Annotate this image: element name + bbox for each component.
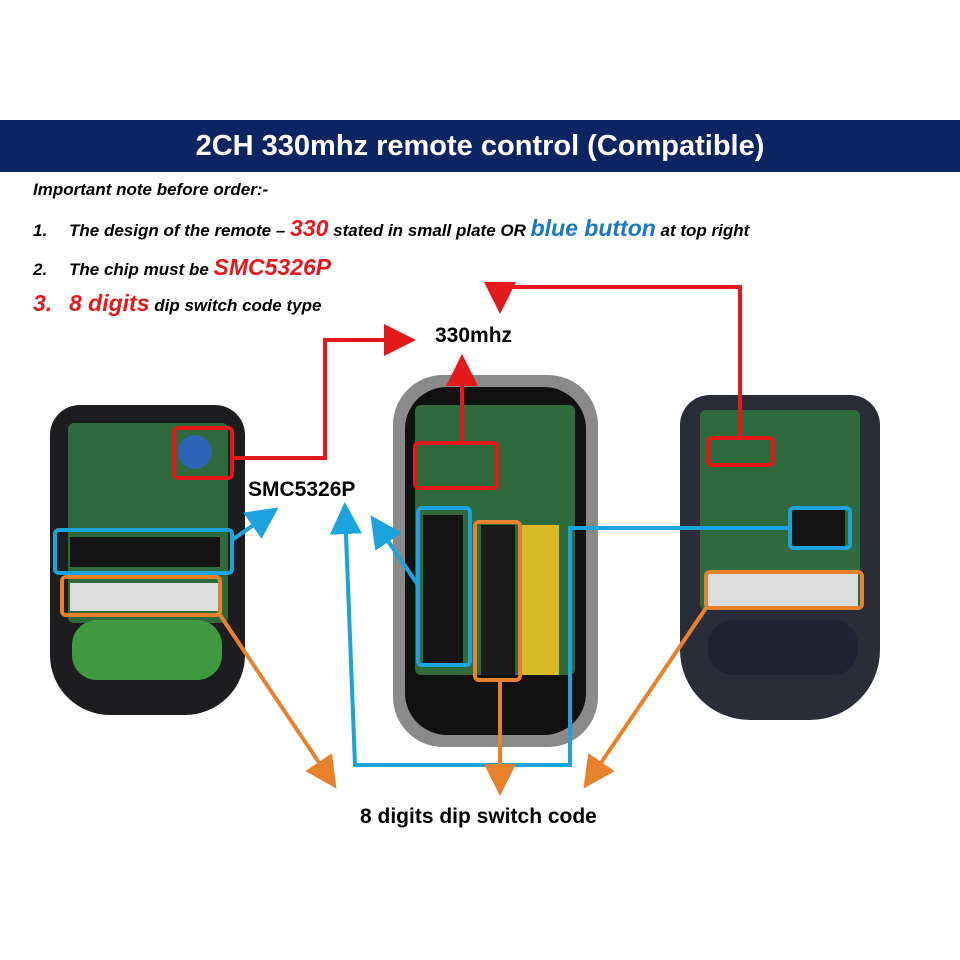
item-number: 1. [33, 221, 48, 240]
title-banner: 2CH 330mhz remote control (Compatible) [0, 120, 960, 172]
note-text: stated in small plate OR [333, 221, 526, 240]
highlight-box-dip-left [60, 575, 222, 617]
highlight-8-digits: 8 digits [69, 290, 150, 316]
frequency-label: 330mhz [435, 324, 513, 347]
note-item-2: 2. The chip must be SMC5326P [33, 254, 331, 281]
arrow-blue-middle [370, 515, 420, 587]
highlight-box-330-plate-right [706, 436, 775, 467]
remote-middle-image [393, 375, 598, 747]
highlight-chip: SMC5326P [213, 254, 332, 280]
chip-label: SMC5326P [248, 478, 356, 501]
arrow-red-right [484, 282, 742, 438]
highlight-330: 330 [290, 215, 329, 241]
highlight-box-chip-middle [416, 506, 472, 667]
highlight-box-blue-button [172, 426, 234, 480]
note-text: dip switch code type [154, 296, 322, 315]
note-item-3: 3. 8 digits dip switch code type [33, 290, 321, 317]
highlight-box-330-plate-middle [413, 441, 499, 490]
highlight-box-chip-left [53, 528, 234, 575]
arrow-red-left [232, 324, 416, 460]
arrow-blue-left [230, 507, 279, 542]
note-text: at top right [660, 221, 750, 240]
highlight-box-dip-middle [473, 520, 522, 682]
dip-switch-label: 8 digits dip switch code [360, 805, 597, 828]
arrow-blue-right [329, 502, 790, 767]
item-number: 3. [33, 290, 53, 316]
highlight-blue-button: blue button [530, 215, 656, 241]
note-text: The chip must be [69, 260, 209, 279]
note-text: The design of the remote – [69, 221, 286, 240]
highlight-box-dip-right [704, 570, 864, 610]
note-heading: Important note before order:- [33, 180, 269, 199]
remote-left-image [50, 405, 245, 715]
highlight-box-chip-right [788, 506, 852, 550]
arrow-orange-right [583, 606, 708, 789]
note-item-1: 1. The design of the remote – 330 stated … [33, 215, 749, 242]
item-number: 2. [33, 260, 48, 279]
arrow-orange-left [218, 613, 337, 789]
